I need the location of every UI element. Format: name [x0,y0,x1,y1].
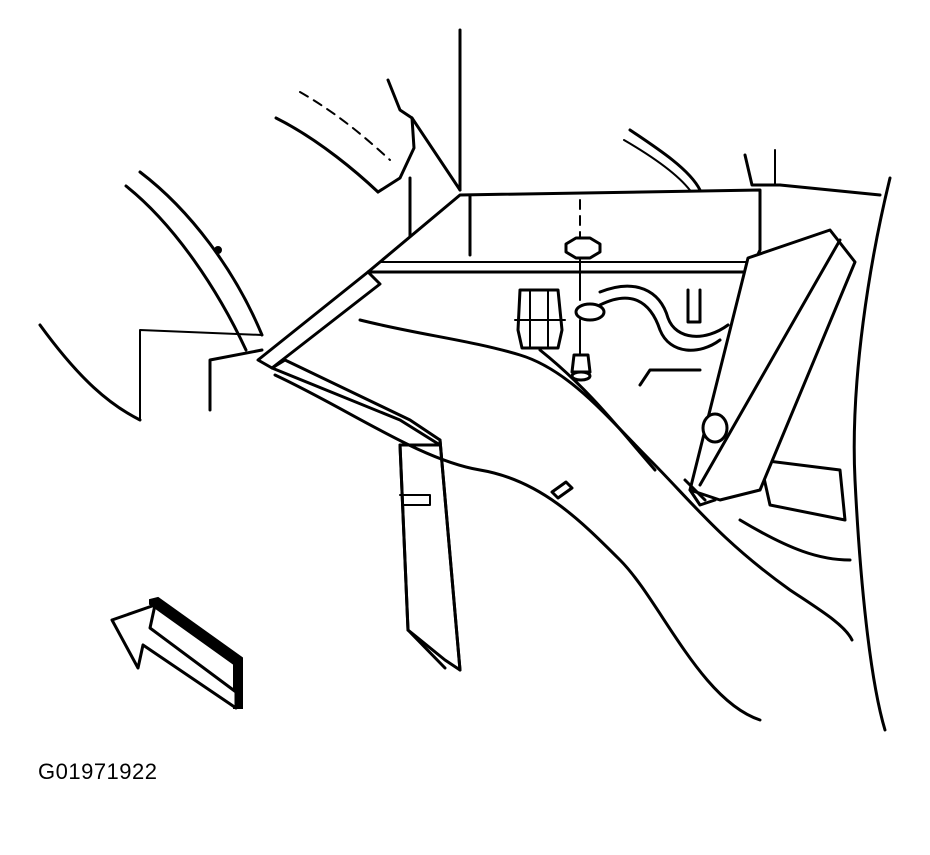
left-brace-strut [256,270,462,672]
mounting-bracket [514,288,566,350]
horizontal-brace [366,188,762,274]
right-panel-outline [623,128,892,732]
fender-outline [38,170,264,422]
wheelhouse-stud [550,480,574,500]
right-brace-strut [683,228,857,507]
fender-hole [214,246,222,254]
front-direction-arrow-icon [110,596,243,710]
cable-routing [598,284,730,444]
figure-id-label: G01971922 [38,759,158,784]
wheelhouse-contour [273,318,854,722]
bolt-assembly [564,199,606,382]
